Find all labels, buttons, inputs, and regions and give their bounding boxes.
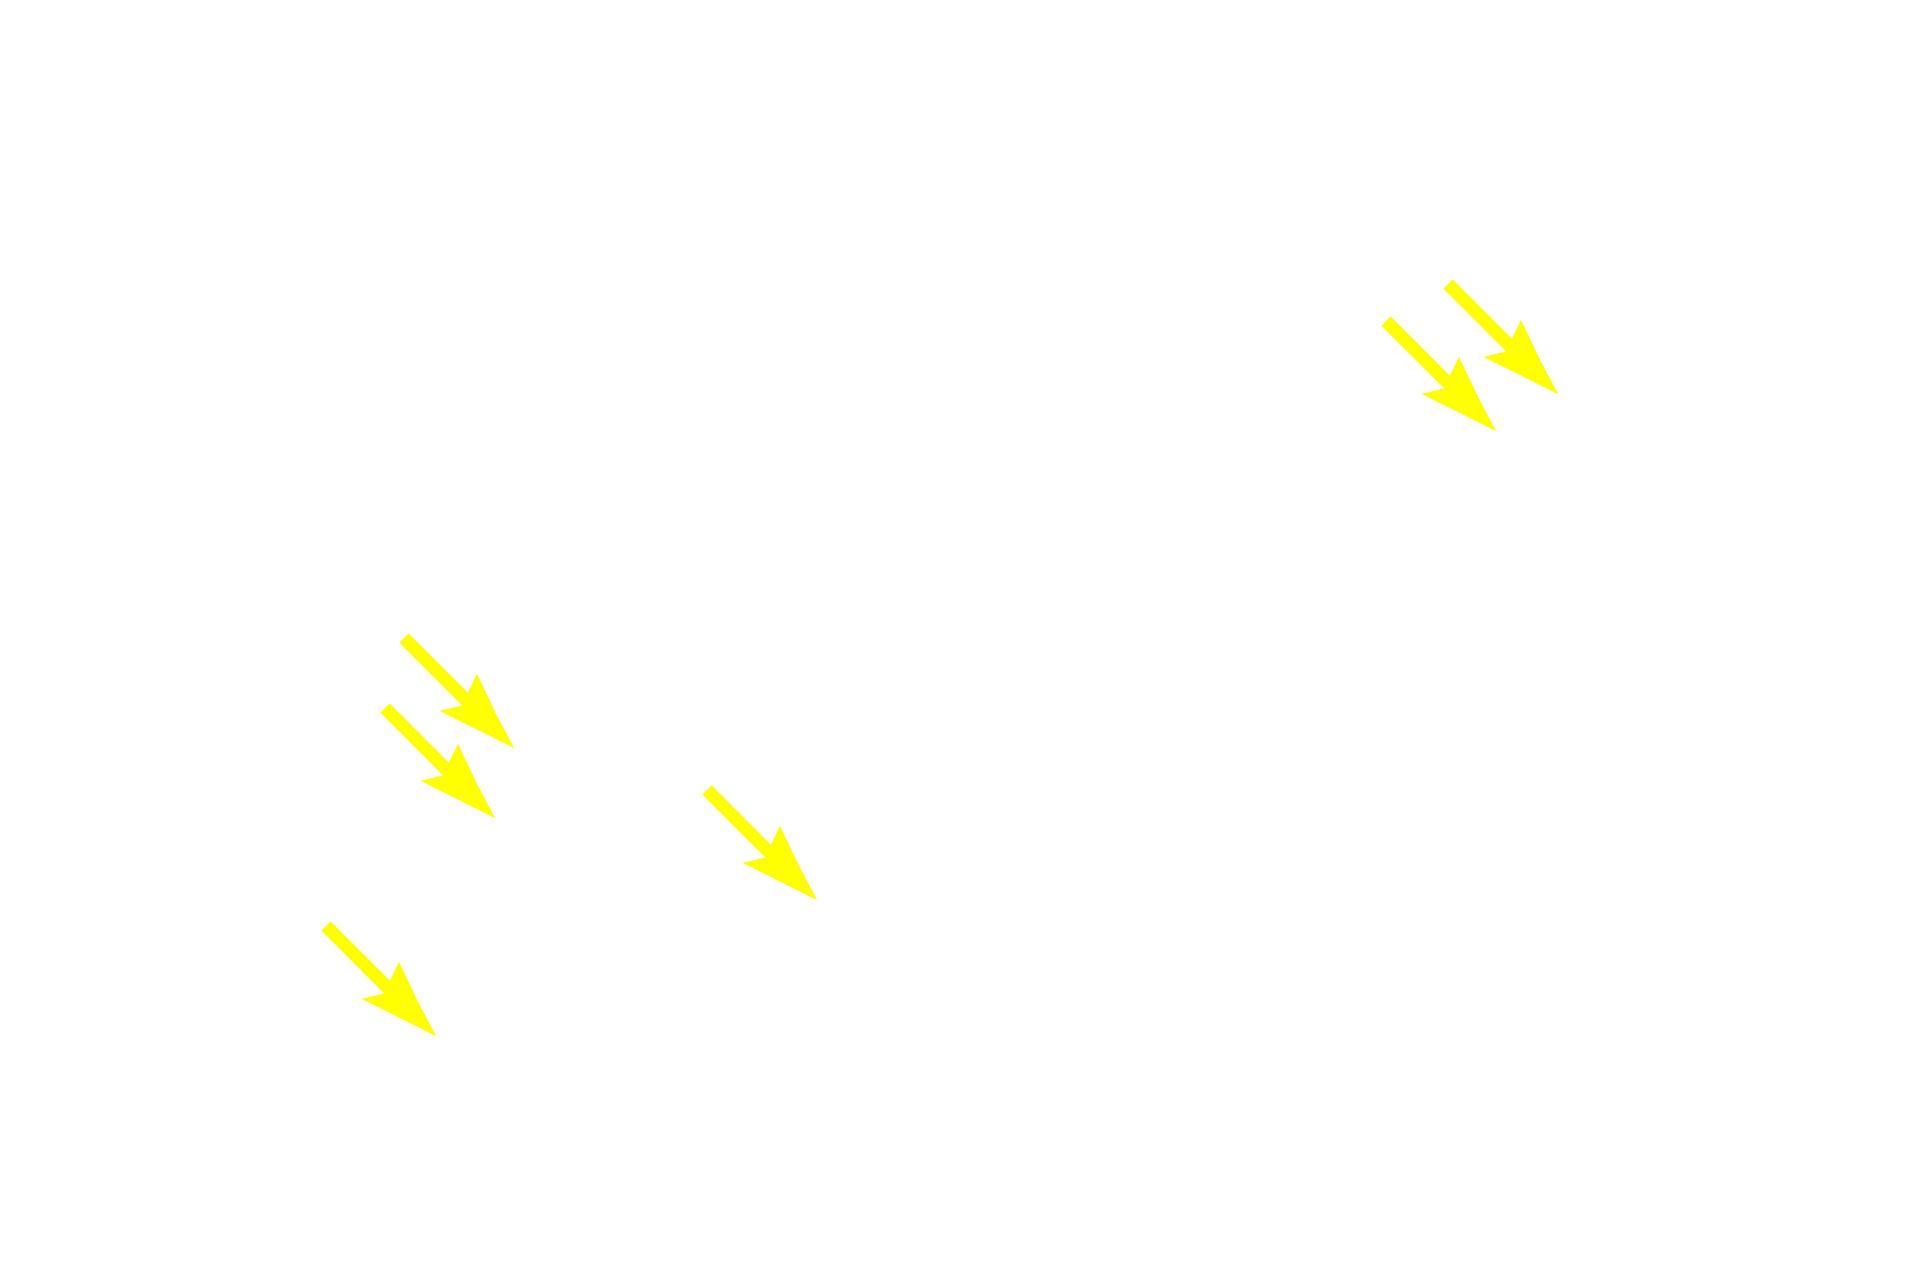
- annotation-canvas: [0, 0, 1920, 1280]
- background: [0, 0, 1920, 1280]
